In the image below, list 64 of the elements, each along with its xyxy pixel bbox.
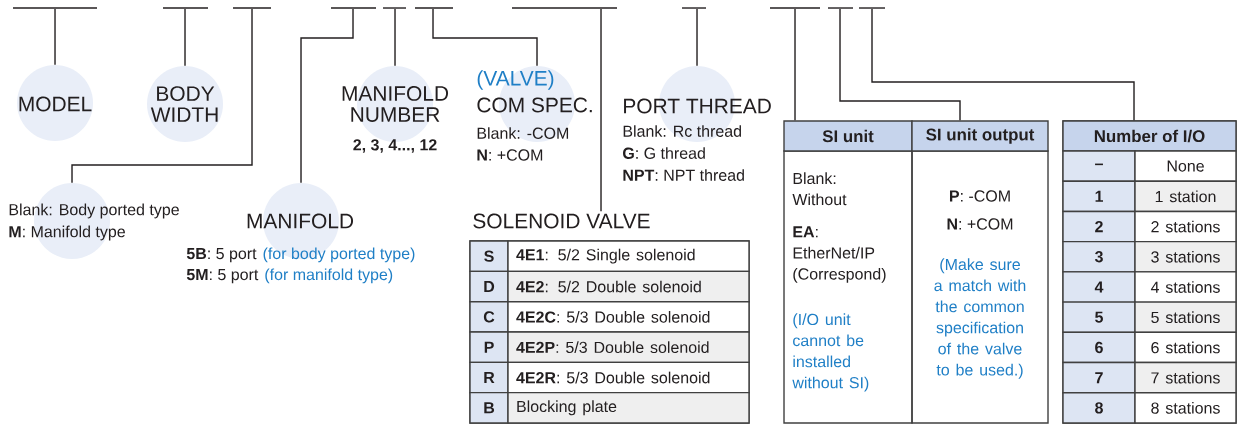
- table-cell: 5: [1062, 301, 1136, 333]
- leader-line: [300, 8, 354, 184]
- node-label: SI unit: [822, 129, 874, 143]
- table-cell: P: [469, 331, 509, 364]
- leader-line: [432, 8, 538, 67]
- table-cell: 7: [1062, 361, 1136, 394]
- node-label: SOLENOID VALVE: [473, 213, 650, 229]
- blank-line: [383, 7, 406, 9]
- field-label: MANIFOLD 5B: 5 port (for body ported type) 5M: 5 port (for manifold type): [186, 183, 415, 284]
- field-label: BODY WIDTH: [147, 66, 223, 142]
- field-label: PORT THREAD Blank: Rc thread G: G thread NPT: NPT thread: [623, 66, 771, 181]
- table-cell: 1 station: [1134, 180, 1237, 213]
- leader-line: [600, 8, 602, 212]
- table-cell: S: [469, 240, 509, 273]
- table-column: SI unit output P: -COM N: +COM (Make sure a match with the common specification of the valve to be used.): [911, 120, 1049, 424]
- table-cell: 4 stations: [1134, 271, 1237, 303]
- field-label: MODEL: [17, 65, 93, 141]
- blank-line: [512, 7, 617, 9]
- leader-line: [71, 8, 253, 184]
- blank-line: [828, 7, 853, 9]
- table-cell: 1: [1062, 180, 1136, 213]
- table-cell: 6: [1062, 331, 1136, 364]
- leader-line: [839, 8, 961, 121]
- field-label: Blank: Body ported type M: Manifold type: [9, 183, 179, 259]
- blank-line: [163, 7, 208, 9]
- blank-line: [331, 7, 376, 9]
- table-cell: 4E1: 5/2 Single solenoid: [507, 240, 750, 273]
- table-cell: 4E2R: 5/3 Double solenoid: [507, 361, 750, 394]
- leader-line: [394, 8, 396, 67]
- leader-line: [794, 8, 796, 121]
- table-cell: Blocking plate: [507, 391, 750, 424]
- table-cell: 4E2C: 5/3 Double solenoid: [507, 300, 750, 333]
- field-label: MANIFOLD NUMBER 2, 3, 4..., 12: [342, 66, 449, 153]
- table-cell: 2 stations: [1134, 210, 1237, 243]
- table-cell: B: [469, 391, 509, 424]
- table-cell: 4: [1062, 271, 1136, 303]
- table-cell: 7 stations: [1134, 361, 1237, 394]
- table-cell: 8 stations: [1134, 392, 1237, 424]
- table-cell: 6 stations: [1134, 331, 1237, 364]
- table-column: SI unit Blank: Without EA: EtherNet/IP (Correspond) (I/O unit cannot be installed without SI): [783, 120, 913, 424]
- blank-line: [859, 7, 885, 9]
- table-cell: –: [1062, 150, 1136, 182]
- blank-line: [13, 7, 97, 9]
- blank-line: [233, 7, 271, 9]
- field-label: (VALVE) COM SPEC. Blank: -COM N: +COM: [477, 66, 592, 161]
- table-cell: 8: [1062, 392, 1136, 424]
- table-cell: C: [469, 300, 509, 333]
- table-cell: 2: [1062, 210, 1136, 243]
- blank-line: [415, 7, 453, 9]
- table-cell: 3 stations: [1134, 240, 1237, 273]
- table-cell: 4E2P: 5/3 Double solenoid: [507, 331, 750, 364]
- leader-line: [696, 8, 698, 67]
- table-cell: 3: [1062, 240, 1136, 273]
- leader-line: [871, 8, 1135, 121]
- table-cell: 5 stations: [1134, 301, 1237, 333]
- blank-line: [770, 7, 820, 9]
- table-cell: R: [469, 361, 509, 394]
- leader-line: [54, 8, 56, 66]
- leader-line: [184, 8, 186, 67]
- table-cell: 4E2: 5/2 Double solenoid: [507, 270, 750, 303]
- table-cell: D: [469, 270, 509, 303]
- node-label: SI unit output: [926, 128, 1035, 144]
- blank-line: [682, 7, 706, 9]
- table-cell: None: [1134, 150, 1237, 182]
